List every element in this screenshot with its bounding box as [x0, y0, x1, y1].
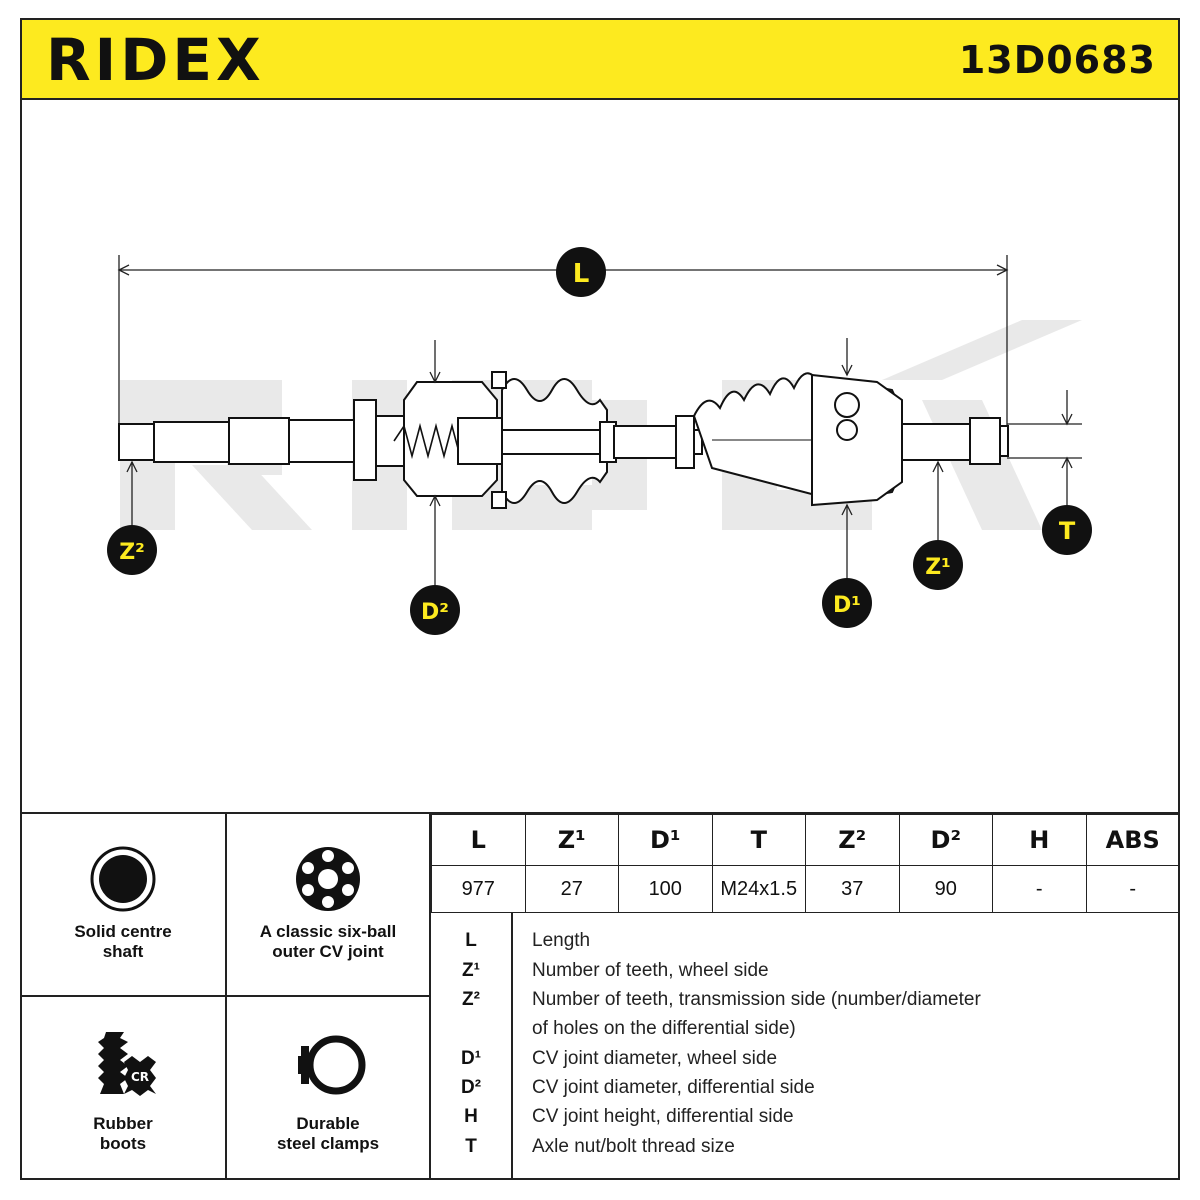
leader-z1 — [932, 460, 944, 540]
spec-header-z1: Z¹ — [524, 814, 619, 866]
legend-key: D² — [460, 1077, 482, 1098]
spec-value-z1: 27 — [524, 865, 619, 913]
rubber-boot-icon: CR — [98, 1032, 156, 1096]
rubber-badge: CR — [131, 1070, 149, 1084]
shaft-assembly — [118, 371, 1009, 509]
six-ball-joint-icon — [296, 847, 360, 911]
feature-six-ball-joint-label: A classic six-ball outer CV joint — [259, 922, 397, 961]
label-z2: Z² — [119, 540, 145, 565]
feature-grid-vline-right — [429, 814, 431, 1180]
feature-grid-hline — [20, 995, 430, 997]
spec-table: L Z¹ D¹ T Z² D² H ABS 977 27 100 M24x1.5… — [431, 814, 1180, 913]
spec-value-d1: 100 — [618, 865, 713, 913]
spec-value-d2: 90 — [898, 865, 993, 913]
legend-text: CV joint diameter, differential side — [532, 1077, 815, 1098]
drive-shaft-diagram: L Z² — [107, 247, 1092, 635]
legend-key: H — [464, 1106, 478, 1127]
legend: L Length Z¹ Number of teeth, wheel side … — [431, 912, 1180, 1180]
dimension-t — [1007, 390, 1082, 505]
label-t: T — [1059, 517, 1076, 545]
label-l-badge — [556, 247, 606, 297]
spec-values-row: 977 27 100 M24x1.5 37 90 - - — [431, 865, 1180, 913]
legend-key: T — [465, 1136, 477, 1157]
label-t-badge — [1042, 505, 1092, 555]
legend-text: Axle nut/bolt thread size — [532, 1136, 735, 1157]
legend-text: CV joint height, differential side — [532, 1106, 794, 1127]
feature-grid-vline — [225, 814, 227, 1180]
label-z1-badge — [913, 540, 963, 590]
feature-solid-shaft: Solid centre shaft — [20, 814, 226, 995]
label-d1: D¹ — [833, 593, 861, 618]
label-d2: D² — [421, 600, 449, 625]
legend-key: Z¹ — [462, 960, 480, 981]
spec-value-z2: 37 — [805, 865, 900, 913]
spec-header-d1: D¹ — [618, 814, 713, 866]
feature-rubber-boots-label: Rubber boots — [93, 1114, 153, 1153]
leader-d2 — [429, 340, 441, 585]
label-d2-badge — [410, 585, 460, 635]
legend-text: Number of teeth, transmission side (numb… — [532, 989, 981, 1010]
feature-six-ball-joint: A classic six-ball outer CV joint — [226, 814, 430, 995]
header-bar: RIDEX 13D0683 — [20, 18, 1180, 100]
legend-text: of holes on the differential side) — [532, 1018, 796, 1039]
feature-steel-clamps-label: Durable steel clamps — [276, 1114, 380, 1153]
label-z1: Z¹ — [925, 555, 951, 580]
spec-header-l: L — [431, 814, 526, 866]
feature-steel-clamps: Durable steel clamps — [226, 996, 430, 1180]
legend-text: Length — [532, 930, 591, 951]
legend-key: Z² — [462, 989, 480, 1010]
spec-header-abs: ABS — [1085, 814, 1180, 866]
legend-text: CV joint diameter, wheel side — [532, 1048, 778, 1069]
label-d1-badge — [822, 578, 872, 628]
label-l: L — [573, 259, 590, 289]
section-divider — [20, 812, 1180, 814]
part-number: 13D0683 — [958, 38, 1156, 82]
legend-key: D¹ — [460, 1048, 482, 1069]
spec-value-abs: - — [1085, 865, 1180, 913]
spec-header-t: T — [711, 814, 806, 866]
steel-clamp-icon — [298, 1035, 366, 1095]
spec-value-h: - — [992, 865, 1087, 913]
feature-solid-shaft-label: Solid centre shaft — [74, 922, 172, 961]
spec-header-z2: Z² — [805, 814, 900, 866]
spec-header-h: H — [992, 814, 1087, 866]
solid-shaft-icon — [90, 846, 156, 912]
spec-header-d2: D² — [898, 814, 993, 866]
legend-key-column — [431, 912, 513, 1180]
leader-z2 — [126, 460, 138, 525]
label-z2-badge — [107, 525, 157, 575]
spec-value-t: M24x1.5 — [711, 865, 806, 913]
brand-logo: RIDEX — [46, 26, 265, 94]
legend-text: Number of teeth, wheel side — [532, 960, 769, 981]
spec-header-row: L Z¹ D¹ T Z² D² H ABS — [431, 814, 1180, 866]
legend-key: L — [465, 930, 477, 951]
feature-rubber-boots: CR Rubber boots — [20, 996, 226, 1180]
leader-d1 — [841, 338, 853, 578]
spec-value-l: 977 — [431, 865, 526, 913]
